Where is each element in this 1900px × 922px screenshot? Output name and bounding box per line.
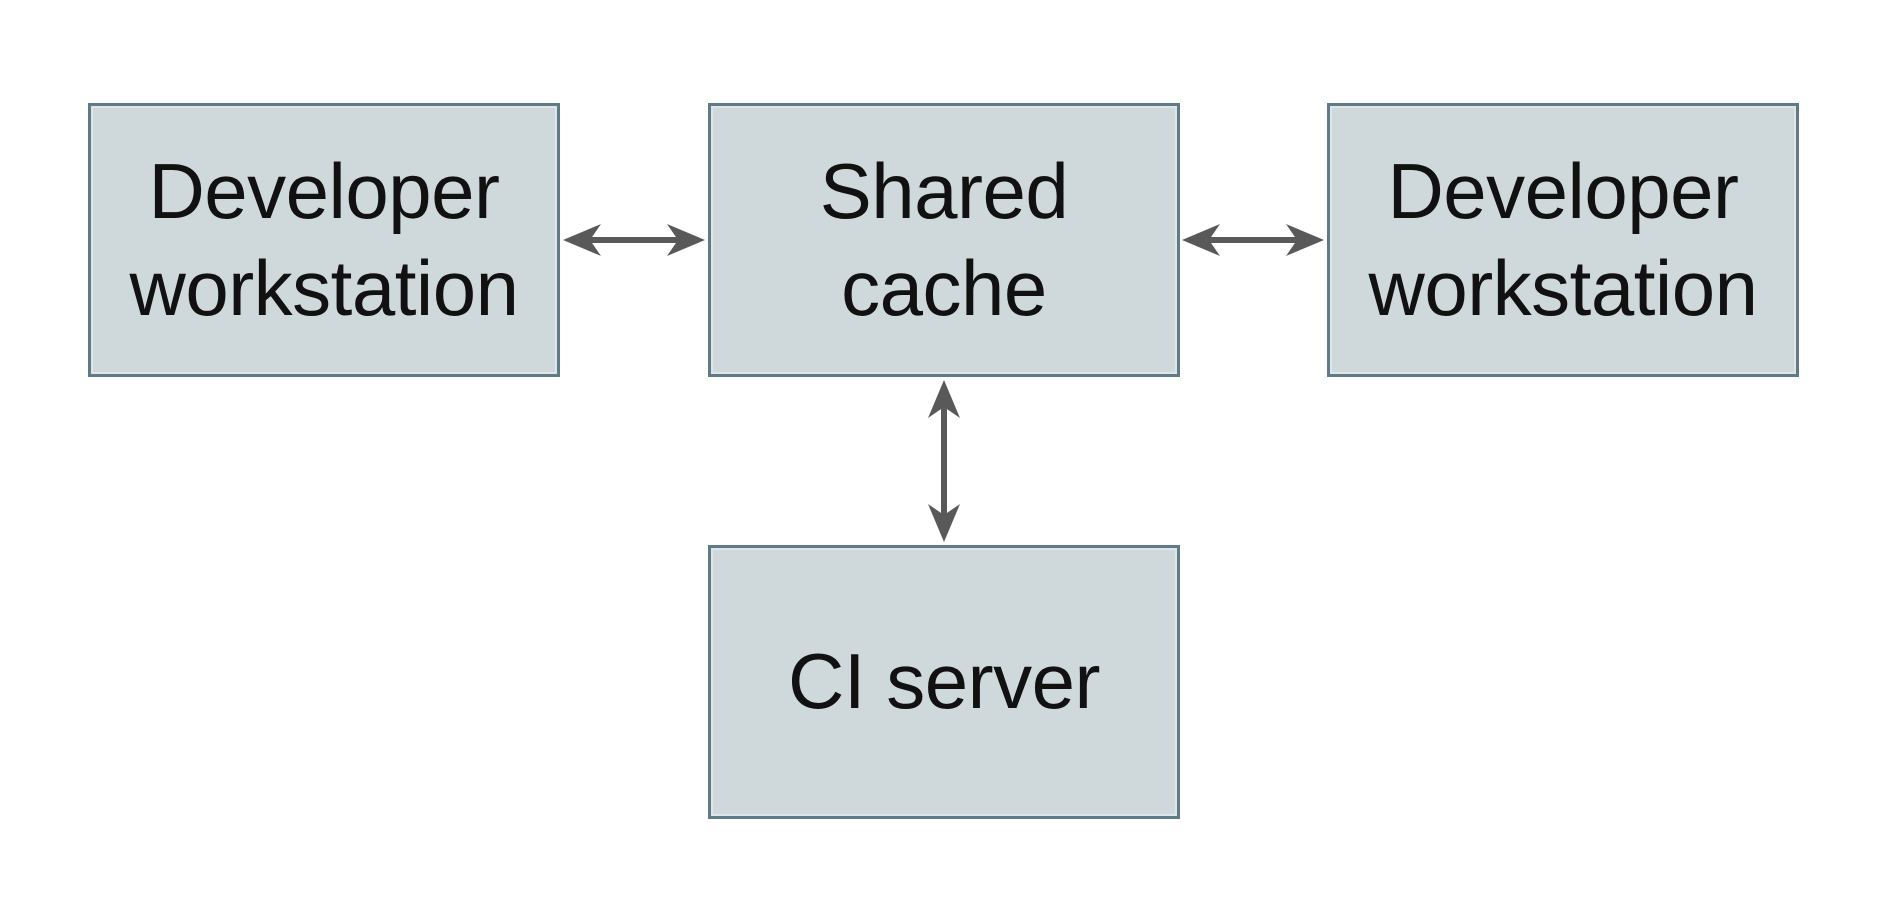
- node-shared-cache: Shared cache: [708, 103, 1180, 377]
- double-arrow-devleft-cache-icon: [563, 224, 705, 256]
- node-label-line: CI server: [788, 637, 1100, 726]
- double-arrow-cache-devright-icon: [1182, 224, 1324, 256]
- node-developer-workstation-right: Developer workstation: [1327, 103, 1799, 377]
- node-label-line: Developer: [148, 146, 500, 235]
- node-label-line: Developer: [1387, 146, 1739, 235]
- node-ci-server: CI server: [708, 545, 1180, 819]
- node-label-line: workstation: [1368, 244, 1759, 332]
- node-label-line: Shared: [819, 146, 1069, 235]
- node-label-line: workstation: [129, 244, 520, 332]
- node-developer-workstation-left: Developer workstation: [88, 103, 560, 377]
- node-label-line: cache: [841, 244, 1047, 332]
- double-arrow-cache-ciserver-icon: [928, 380, 960, 542]
